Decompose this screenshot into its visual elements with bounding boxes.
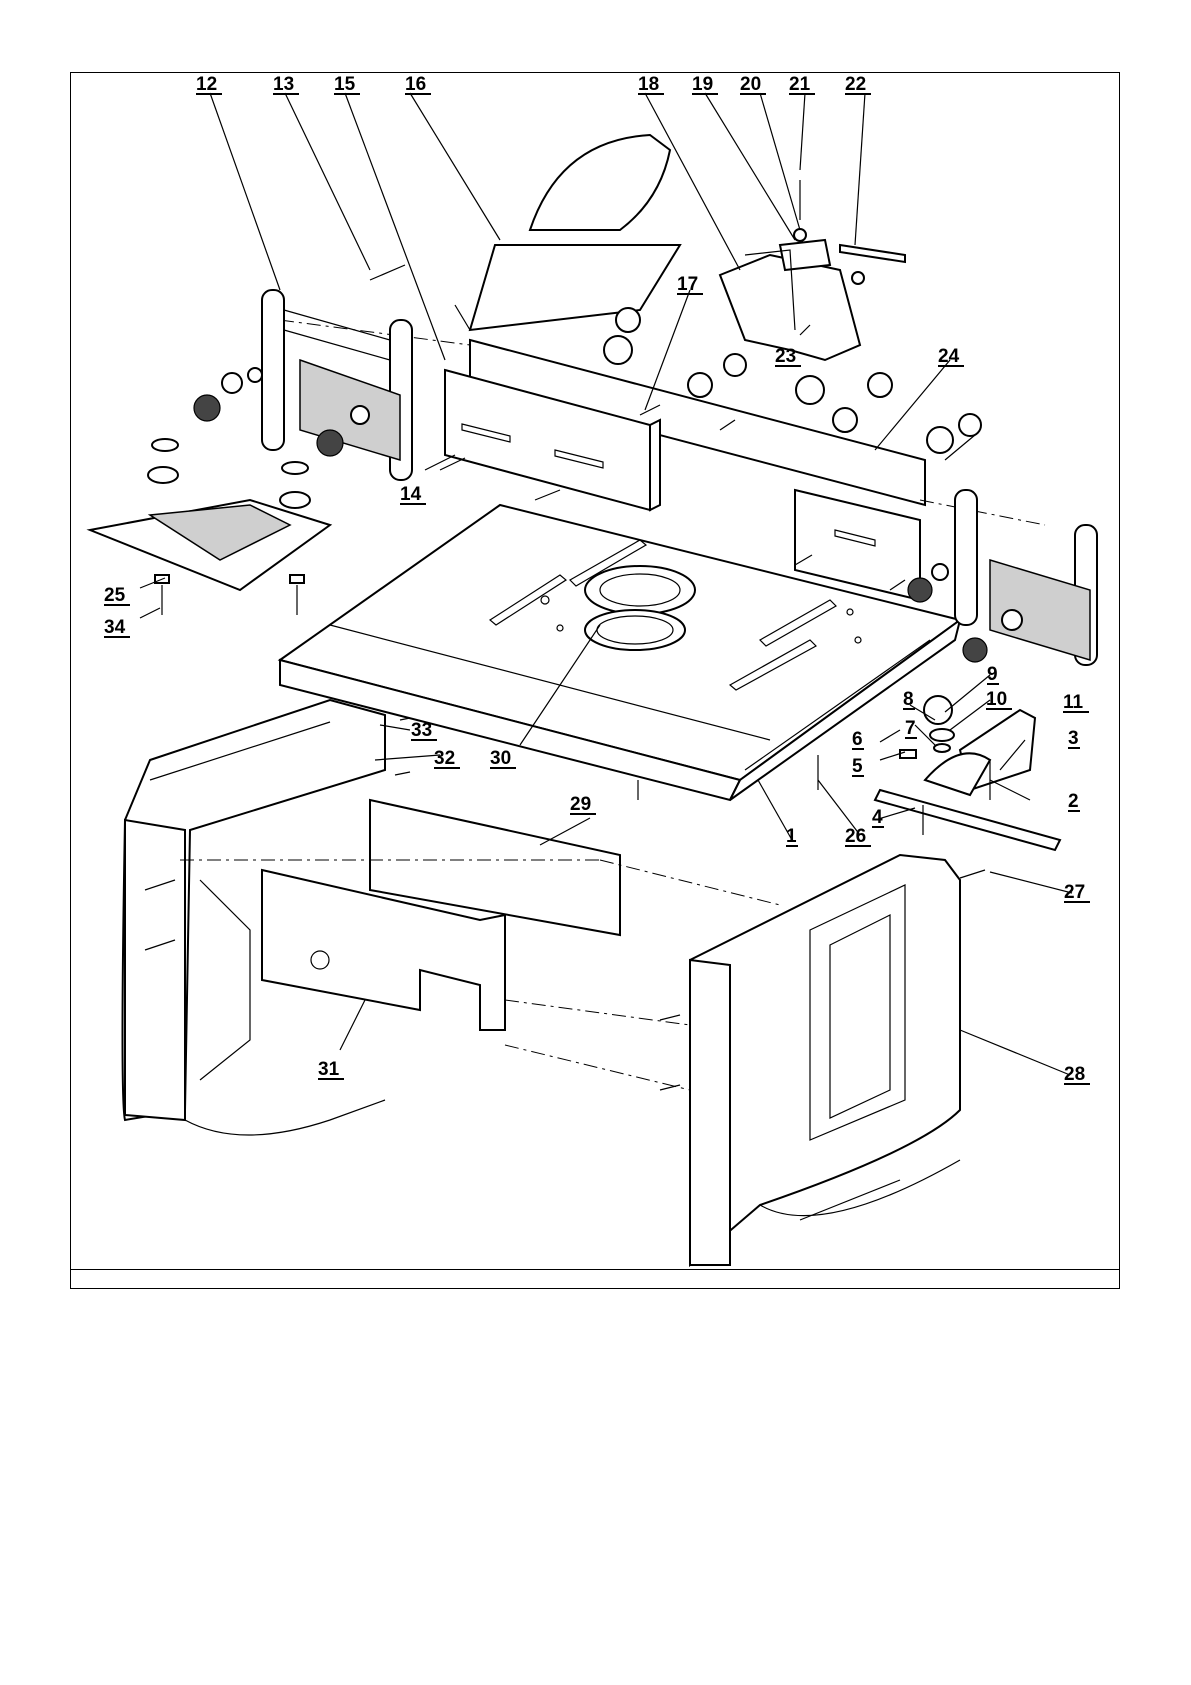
part-number-text: 17 <box>677 274 698 295</box>
part-label-34: 34 <box>104 617 130 638</box>
part-label-10: 10 <box>986 689 1012 710</box>
part-label-2: 2 <box>1068 791 1080 812</box>
part-label-6: 6 <box>852 729 864 750</box>
part-label-17: 17 <box>677 274 703 295</box>
left-feather-board <box>194 290 412 480</box>
part-label-3: 3 <box>1068 728 1080 749</box>
part-number-text: 27 <box>1064 882 1085 903</box>
part-label-31: 31 <box>318 1059 344 1080</box>
part-label-18: 18 <box>638 74 664 95</box>
part-number-text: 14 <box>400 484 422 505</box>
part-number-text: 21 <box>789 74 811 95</box>
part-number-text: 19 <box>692 74 713 95</box>
stand-base <box>123 700 961 1265</box>
part-number-text: 23 <box>775 346 796 367</box>
part-number-text: 31 <box>318 1059 340 1080</box>
part-label-8: 8 <box>903 689 915 710</box>
part-number-text: 28 <box>1064 1064 1085 1085</box>
part-number-text: 34 <box>104 617 126 638</box>
lower-left-feather-board <box>90 439 330 615</box>
part-number-text: 6 <box>852 729 863 750</box>
part-number-text: 22 <box>845 74 866 95</box>
part-label-4: 4 <box>872 807 884 828</box>
part-label-12: 12 <box>196 74 222 95</box>
part-label-1: 1 <box>786 826 798 847</box>
part-label-24: 24 <box>938 346 964 367</box>
part-number-text: 24 <box>938 346 960 367</box>
part-number-text: 1 <box>786 826 797 847</box>
part-number-text: 18 <box>638 74 659 95</box>
part-number-text: 8 <box>903 689 914 710</box>
part-label-20: 20 <box>740 74 766 95</box>
part-label-5: 5 <box>852 756 864 777</box>
part-number-text: 7 <box>905 718 916 739</box>
part-label-7: 7 <box>905 718 917 739</box>
part-label-28: 28 <box>1064 1064 1090 1085</box>
part-number-text: 15 <box>334 74 356 95</box>
part-number-text: 12 <box>196 74 217 95</box>
part-number-text: 5 <box>852 756 863 777</box>
miter-gauge <box>875 710 1060 850</box>
part-label-11: 11 <box>1063 692 1089 713</box>
part-label-22: 22 <box>845 74 871 95</box>
part-label-30: 30 <box>490 748 516 769</box>
part-number-text: 26 <box>845 826 866 847</box>
part-label-26: 26 <box>845 826 871 847</box>
part-label-32: 32 <box>434 748 460 769</box>
part-label-25: 25 <box>104 585 130 606</box>
part-number-text: 11 <box>1063 692 1084 713</box>
part-label-14: 14 <box>400 484 426 505</box>
part-number-text: 29 <box>570 794 591 815</box>
part-label-16: 16 <box>405 74 431 95</box>
dust-hood <box>455 135 680 330</box>
part-number-text: 32 <box>434 748 455 769</box>
part-number-text: 4 <box>872 807 883 828</box>
part-number-text: 30 <box>490 748 511 769</box>
part-number-text: 10 <box>986 689 1007 710</box>
part-label-21: 21 <box>789 74 815 95</box>
part-number-text: 13 <box>273 74 294 95</box>
part-number-text: 9 <box>987 664 998 685</box>
part-number-text: 2 <box>1068 791 1079 812</box>
part-label-9: 9 <box>987 664 999 685</box>
part-label-15: 15 <box>334 74 360 95</box>
part-number-text: 33 <box>411 720 432 741</box>
guard-bracket <box>720 180 905 360</box>
part-number-text: 25 <box>104 585 126 606</box>
part-number-text: 3 <box>1068 728 1079 749</box>
part-label-13: 13 <box>273 74 299 95</box>
part-label-29: 29 <box>570 794 596 815</box>
part-label-19: 19 <box>692 74 718 95</box>
part-label-27: 27 <box>1064 882 1090 903</box>
part-number-text: 20 <box>740 74 761 95</box>
part-number-text: 16 <box>405 74 426 95</box>
